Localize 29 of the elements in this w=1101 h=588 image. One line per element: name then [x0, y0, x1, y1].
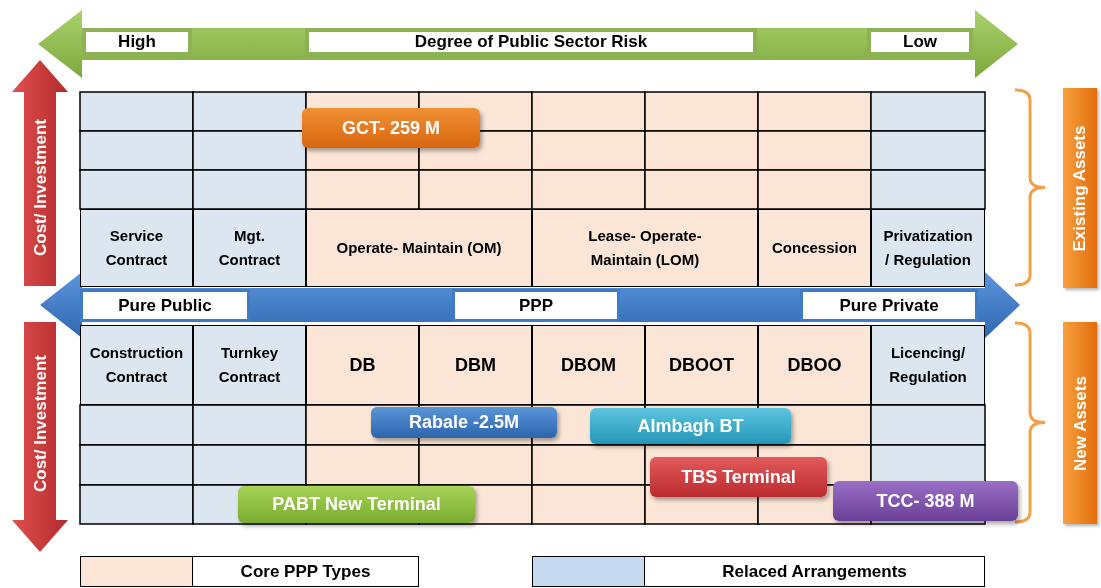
section-tab: Existing Assets — [1063, 88, 1097, 288]
category-cell: Lease- Operate- Maintain (LOM) — [532, 209, 758, 287]
project-bar: Rabale -2.5M — [371, 407, 557, 438]
scale-label: Pure Private — [800, 289, 978, 322]
category-cell: DBM — [419, 325, 532, 405]
category-cell: Mgt. Contract — [193, 209, 306, 287]
legend-label: Relaced Arrangements — [644, 556, 985, 587]
project-bar: GCT- 259 M — [302, 108, 480, 148]
axis-label: Cost/ Investment — [31, 118, 49, 256]
category-cell: Privatization / Regulation — [871, 209, 985, 287]
category-cell: Licencing/ Regulation — [871, 325, 985, 405]
category-cell: DBOM — [532, 325, 645, 405]
category-cell: Concession — [758, 209, 871, 287]
category-cell: Construction Contract — [80, 325, 193, 405]
axis-label: Cost/ Investment — [31, 354, 49, 492]
project-bar: TBS Terminal — [650, 457, 827, 497]
scale-label: PPP — [452, 289, 620, 322]
category-cell: DBOO — [758, 325, 871, 405]
scale-label: Pure Public — [80, 289, 250, 322]
scale-label: High — [82, 28, 192, 56]
section-tab: New Assets — [1063, 322, 1097, 524]
category-cell: DB — [306, 325, 419, 405]
legend-label: Core PPP Types — [192, 556, 419, 587]
scale-label: Degree of Public Sector Risk — [305, 28, 757, 56]
category-cell: DBOOT — [645, 325, 758, 405]
category-cell: Operate- Maintain (OM) — [306, 209, 532, 287]
category-cell: Service Contract — [80, 209, 193, 287]
scale-label: Low — [867, 28, 973, 56]
category-cell: Turnkey Contract — [193, 325, 306, 405]
